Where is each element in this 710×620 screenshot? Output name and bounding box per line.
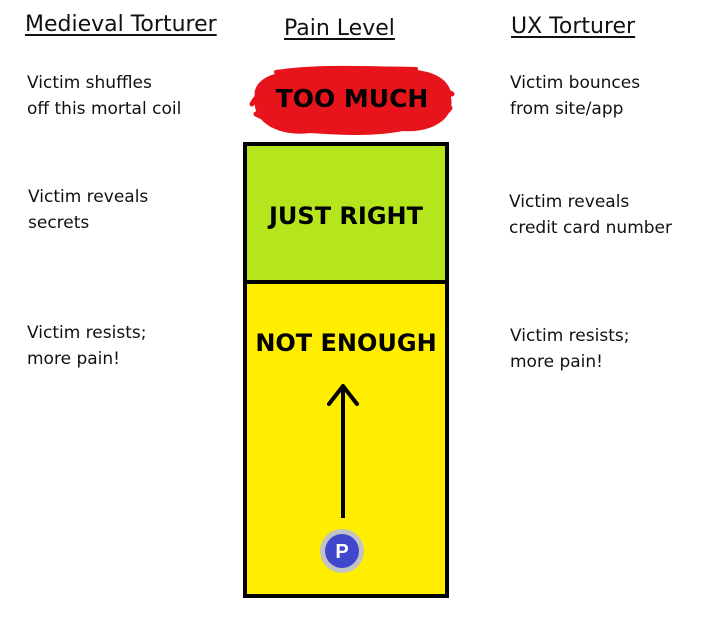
note-line: Victim resists; <box>27 323 147 343</box>
medieval-note-not-enough: Victim resists; more pain! <box>27 320 146 372</box>
note-line: Victim bounces <box>510 73 641 93</box>
arrow-up-icon <box>327 384 359 518</box>
medieval-note-too-much: Victim shuffles off this mortal coil <box>27 70 181 122</box>
header-medieval-torturer: Medieval Torturer <box>25 12 217 37</box>
zone-just-right: JUST RIGHT <box>247 146 445 284</box>
note-line: more pain! <box>27 349 120 369</box>
note-line: Victim reveals <box>509 192 630 212</box>
marker-fill <box>325 534 359 568</box>
note-line: Victim reveals <box>28 187 149 207</box>
note-line: credit card number <box>509 218 673 238</box>
ux-note-too-much: Victim bounces from site/app <box>510 70 640 122</box>
ux-note-just-right: Victim reveals credit card number <box>509 189 672 241</box>
level-not-enough-label: NOT ENOUGH <box>255 329 437 357</box>
scribble-stroke-1 <box>249 72 455 107</box>
scribble-stroke-2 <box>253 105 453 133</box>
arrow-head <box>327 384 359 406</box>
level-just-right-label: JUST RIGHT <box>269 202 423 230</box>
header-pain-level: Pain Level <box>284 16 395 41</box>
level-too-much-label: TOO MUCH <box>275 84 429 113</box>
too-much-scribble <box>249 65 455 135</box>
note-line: secrets <box>28 213 90 233</box>
note-line: from site/app <box>510 99 624 119</box>
medieval-note-just-right: Victim reveals secrets <box>28 184 148 236</box>
p-circle-icon: P <box>320 529 364 573</box>
note-line: off this mortal coil <box>27 99 182 119</box>
scribble-base <box>254 67 452 135</box>
pain-level-meter: JUST RIGHT NOT ENOUGH <box>243 142 449 598</box>
note-line: Victim shuffles <box>27 73 152 93</box>
note-line: more pain! <box>510 352 603 372</box>
ux-note-not-enough: Victim resists; more pain! <box>510 323 629 375</box>
marker-letter: P <box>335 541 348 563</box>
scribble-strokes <box>249 65 455 135</box>
header-ux-torturer: UX Torturer <box>511 14 636 39</box>
note-line: Victim resists; <box>510 326 630 346</box>
scribble-stroke-3 <box>274 65 418 74</box>
